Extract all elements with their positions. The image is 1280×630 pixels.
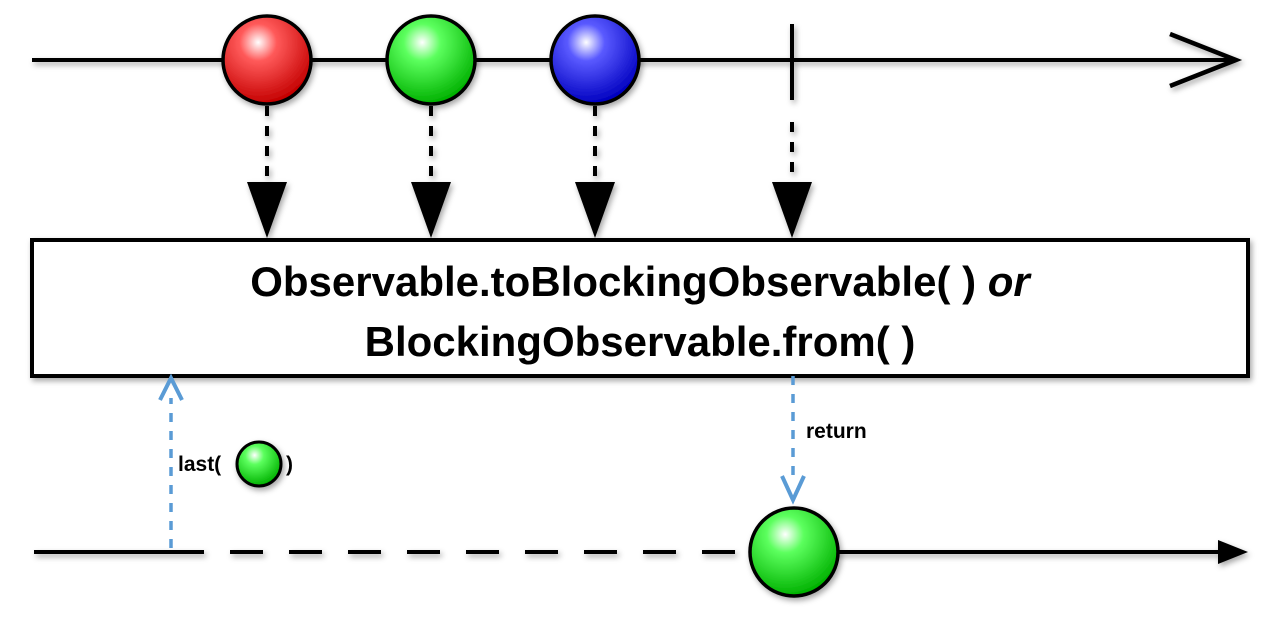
input-arrows: [247, 106, 812, 238]
red-marble: [221, 14, 313, 106]
operator-box: Observable.toBlockingObservable( ) or Bl…: [30, 238, 1250, 378]
last-call-label: last( ): [178, 440, 293, 488]
return-arrow: return: [780, 376, 867, 505]
operator-title-line1: Observable.toBlockingObservable( ) or: [250, 258, 1032, 305]
return-label: return: [806, 420, 867, 443]
source-marbles: [221, 14, 641, 106]
last-call-marble-icon: [235, 440, 283, 488]
operator-connector: or: [988, 258, 1033, 305]
input-arrow-blue: [575, 106, 615, 238]
result-timeline: [34, 540, 1248, 564]
input-arrow-red: [247, 106, 287, 238]
last-call-suffix: ): [286, 453, 293, 476]
green-marble: [385, 14, 477, 106]
call-arrow: [158, 373, 184, 548]
blue-marble: [549, 14, 641, 106]
last-call-prefix: last(: [178, 453, 221, 476]
input-arrow-green: [411, 106, 451, 238]
result-marble: [748, 506, 840, 598]
operator-title-line2: BlockingObservable.from( ): [365, 318, 916, 365]
input-arrow-complete: [772, 122, 812, 238]
